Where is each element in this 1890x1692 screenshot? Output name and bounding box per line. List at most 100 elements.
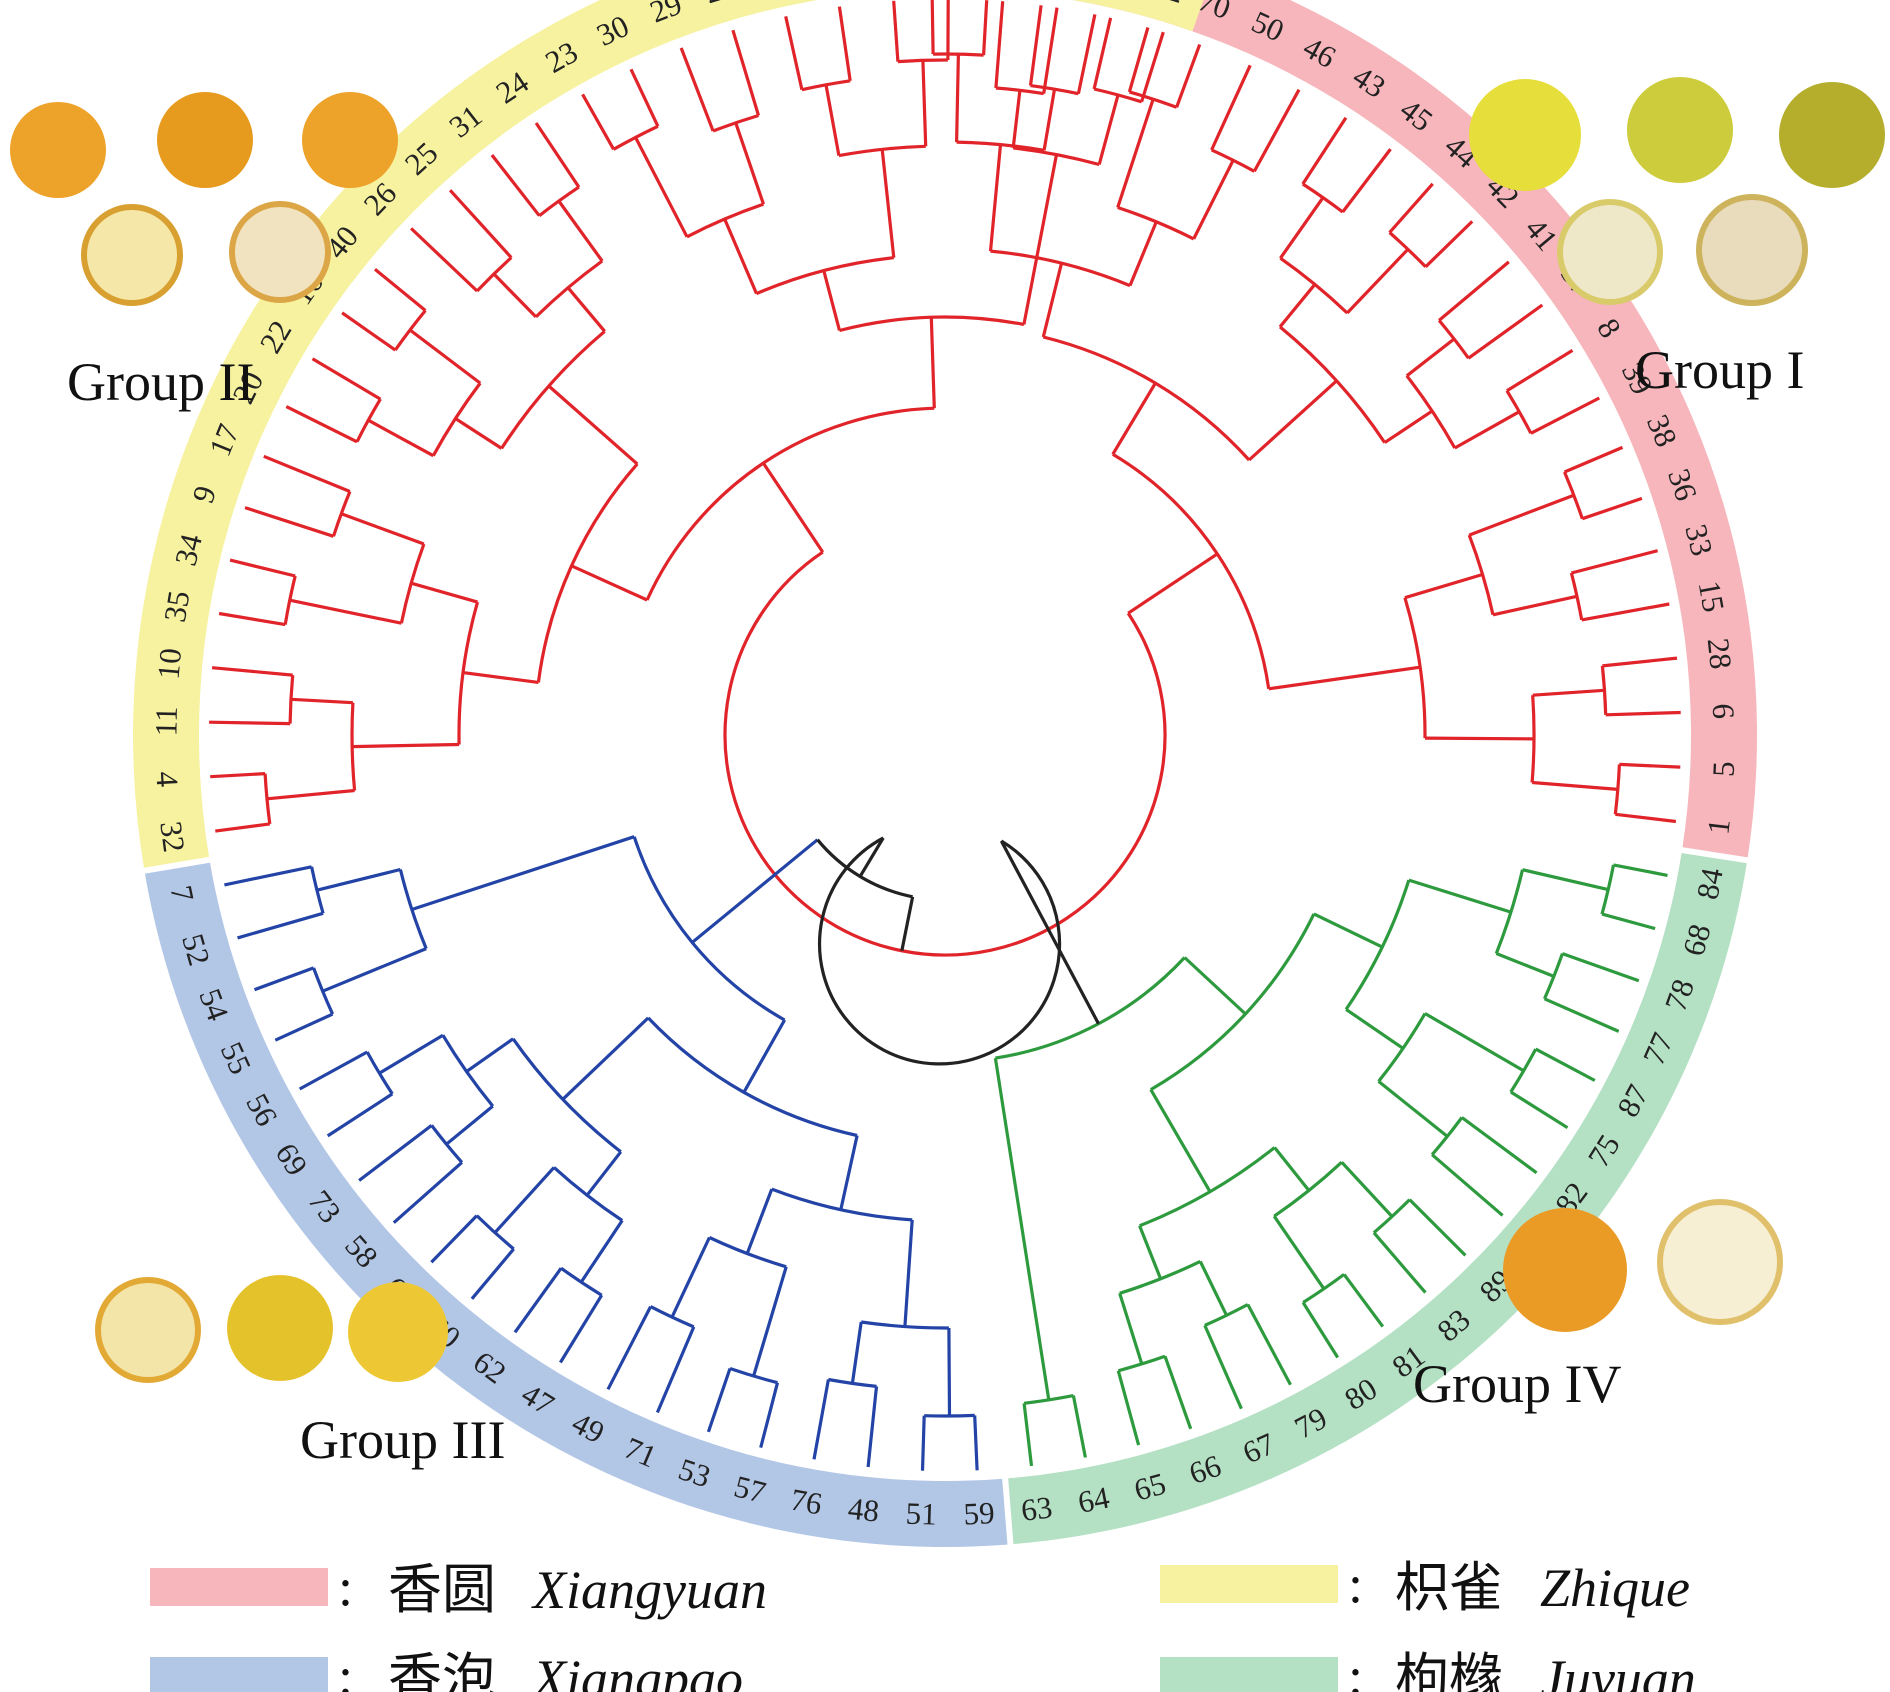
legend-swatch	[1160, 1565, 1338, 1603]
group3-label: Group III	[300, 1410, 505, 1470]
branch-radial	[1424, 1012, 1525, 1073]
branch-radial	[973, 1415, 979, 1471]
branch-radial	[493, 1166, 556, 1234]
branch-radial	[1116, 1370, 1141, 1446]
branch-radial	[1301, 1301, 1340, 1359]
branch-radial	[454, 417, 503, 450]
branch-radial	[1408, 1198, 1467, 1257]
legend-chinese-name: 枸橼	[1395, 1649, 1503, 1692]
group2-label: Group II	[67, 352, 254, 412]
branch-radial	[1454, 410, 1521, 450]
branch-radial	[1076, 14, 1097, 95]
branch-radial	[1022, 154, 1059, 325]
branch-radial	[606, 1305, 653, 1391]
branch-radial	[215, 822, 271, 833]
branch-radial	[1602, 656, 1678, 668]
branch-radial	[1534, 1047, 1596, 1082]
legend-item-xiangyuan: : 香圆 Xiangyuan	[150, 1557, 767, 1620]
band-gap	[1002, 1476, 1014, 1547]
branch-arc	[1388, 231, 1427, 268]
group-bands	[133, 0, 1757, 1547]
branch-radial	[1615, 812, 1677, 824]
group4-fruit-photos	[1503, 1199, 1783, 1332]
branch-arc	[393, 309, 427, 352]
leaf-label: 27	[701, 0, 741, 10]
branch-radial	[566, 286, 606, 333]
leaf-label: 6	[1706, 703, 1741, 720]
branch-radial	[988, 144, 1003, 252]
fruit-photo	[1657, 1199, 1783, 1325]
branch-radial	[679, 47, 715, 132]
branch-radial	[706, 1367, 732, 1433]
branch-arc	[1430, 1116, 1464, 1156]
branch-radial	[1116, 98, 1155, 208]
branch-radial	[1022, 1403, 1034, 1467]
branch-radial	[409, 227, 479, 293]
branch-radial	[224, 865, 312, 887]
branch-radial	[1127, 552, 1219, 615]
branch-radial	[1097, 94, 1120, 165]
branch-radial	[1619, 762, 1681, 769]
branch-radial	[465, 1037, 515, 1073]
branch-arc	[729, 1366, 778, 1385]
band-gap	[141, 856, 212, 875]
branch-radial	[411, 835, 635, 912]
branch-radial	[430, 1214, 478, 1264]
branch-radial	[1198, 1260, 1228, 1316]
branch-radial	[947, 1327, 952, 1417]
branch-radial	[492, 272, 538, 319]
tree-branches	[209, 0, 1681, 1471]
legend-latin-name: Xiangyuan	[531, 1560, 767, 1620]
legend-chinese-name: 枳雀	[1395, 1558, 1503, 1618]
branch-radial	[858, 837, 885, 878]
branch-radial	[266, 788, 355, 801]
branch-radial	[1581, 602, 1670, 622]
branch-arc	[838, 144, 926, 158]
branch-arc	[1563, 471, 1584, 520]
branch-arc	[1302, 1273, 1346, 1304]
leaf-label: 10	[150, 647, 188, 681]
branch-radial	[824, 84, 841, 156]
fruit-photo	[81, 204, 183, 306]
branch-radial	[513, 1267, 563, 1334]
branch-radial	[742, 1019, 786, 1094]
branch-radial	[1140, 31, 1165, 103]
branch-radial	[285, 405, 358, 444]
legend-latin-name: Zhique	[1540, 1558, 1690, 1618]
branch-radial	[316, 867, 401, 892]
branch-arc	[365, 1051, 394, 1095]
fruit-photo	[10, 102, 106, 198]
branch-radial	[1405, 337, 1456, 378]
branch-radial	[253, 966, 315, 992]
branch-radial	[629, 68, 660, 127]
branch-radial	[1388, 182, 1434, 234]
branch-radial	[670, 1236, 711, 1318]
branch-arc	[1405, 374, 1457, 449]
branch-radial	[903, 1219, 914, 1327]
branch-radial	[1175, 43, 1202, 108]
branch-radial	[1460, 1116, 1538, 1175]
branch-arc	[475, 256, 513, 293]
group2-fruit-photos	[10, 92, 398, 306]
branch-radial	[784, 16, 804, 91]
branch-radial	[1570, 549, 1659, 575]
branch-radial	[1531, 780, 1618, 791]
branch-arc	[1600, 864, 1616, 915]
branch-radial	[367, 418, 435, 458]
legend-separator: :	[1348, 1554, 1363, 1614]
branch-radial	[557, 200, 604, 262]
leaf-label: 2	[1163, 0, 1188, 10]
branch-arc	[755, 256, 894, 296]
branch-arc	[1467, 534, 1495, 616]
branch-arc	[288, 674, 295, 724]
branch-radial	[982, 0, 989, 56]
branch-radial	[1210, 64, 1252, 151]
branch-radial	[994, 1, 1005, 89]
leaf-label: 63	[1019, 1489, 1054, 1527]
leaf-label: 72	[1140, 0, 1179, 7]
branch-radial	[999, 840, 1100, 1025]
legend-item-xiangpao: : 香泡 Xiangpao	[150, 1646, 743, 1692]
branch-radial	[547, 384, 639, 466]
branch-radial	[561, 1016, 650, 1101]
branch-radial	[1383, 409, 1433, 444]
